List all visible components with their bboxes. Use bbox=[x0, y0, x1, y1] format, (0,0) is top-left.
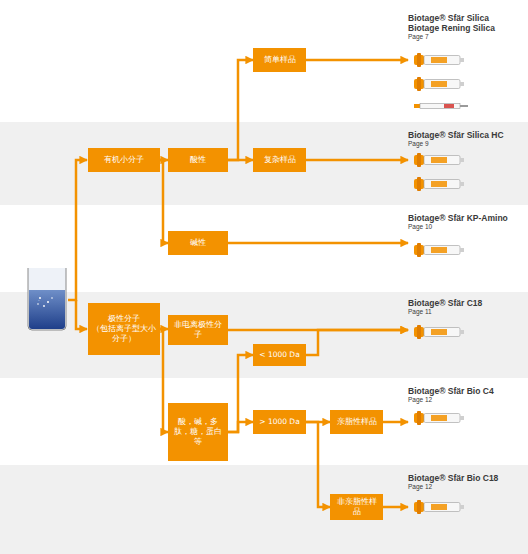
product-name: Biotage® Sfär Silica bbox=[408, 13, 526, 23]
product-name: Biotage® Sfär Silica HC bbox=[408, 130, 526, 140]
process-box: 非电离极性分子 bbox=[168, 315, 228, 345]
flow-arrow bbox=[228, 242, 408, 245]
flow-arrow bbox=[228, 60, 253, 160]
product-name: Biotage® Sfär Bio C4 bbox=[408, 386, 526, 396]
box-text: 复杂样品 bbox=[264, 155, 296, 165]
box-text: 简单样品 bbox=[264, 55, 296, 65]
flow-arrow bbox=[160, 160, 168, 243]
page-reference: Page 11 bbox=[408, 308, 526, 316]
flow-arrow bbox=[160, 328, 168, 331]
box-text: 有机小分子 bbox=[104, 155, 144, 165]
flow-arrow bbox=[306, 59, 408, 62]
product-name: Biotage® Sfär KP-Amino bbox=[408, 213, 526, 223]
box-text: > 1000 Da bbox=[259, 417, 300, 427]
page-reference: Page 7 bbox=[408, 33, 526, 41]
flow-arrow bbox=[228, 329, 408, 332]
flow-arrow bbox=[383, 506, 408, 509]
product-label: Biotage® Sfär SilicaBiotage Rening Silic… bbox=[408, 13, 526, 117]
page-reference: Page 9 bbox=[408, 140, 526, 148]
beaker-illustration: · bbox=[28, 268, 66, 330]
process-box: 碱性 bbox=[168, 231, 228, 255]
box-text: 亲脂性样品 bbox=[337, 417, 377, 427]
svg-text:·: · bbox=[38, 297, 40, 303]
process-box: < 1000 Da bbox=[253, 344, 306, 366]
process-box: 酸，碱，多肽，糖，蛋白等 bbox=[168, 403, 228, 461]
band bbox=[0, 465, 528, 554]
product-label: Biotage® Sfär KP-AminoPage 10 bbox=[408, 213, 526, 265]
box-text: 极性分子 bbox=[108, 314, 140, 324]
process-box: 有机小分子 bbox=[88, 148, 160, 172]
process-box: 亲脂性样品 bbox=[330, 410, 383, 434]
cartridge-images bbox=[414, 53, 468, 514]
box-text: 酸，碱，多肽，糖，蛋白等 bbox=[171, 417, 225, 447]
band bbox=[0, 292, 528, 378]
page-reference: Page 10 bbox=[408, 223, 526, 231]
flow-arrow bbox=[228, 159, 253, 162]
process-box: > 1000 Da bbox=[253, 410, 306, 434]
flow-arrow bbox=[306, 330, 408, 355]
process-box: 极性分子（包括离子型大小分子） bbox=[88, 303, 160, 355]
box-text: 非亲脂性样品 bbox=[333, 497, 380, 517]
box-text: 非电离极性分子 bbox=[171, 320, 225, 340]
page-reference: Page 12 bbox=[408, 483, 526, 491]
product-label: Biotage® Sfär Bio C18Page 12 bbox=[408, 473, 526, 517]
flow-arrow bbox=[228, 355, 253, 432]
process-box: 简单样品 bbox=[253, 48, 306, 72]
product-name: Biotage® Sfär Bio C18 bbox=[408, 473, 526, 483]
process-box: 复杂样品 bbox=[253, 148, 306, 172]
product-label: Biotage® Sfär Bio C4Page 12 bbox=[408, 386, 526, 428]
flow-arrow bbox=[306, 159, 408, 162]
band bbox=[0, 122, 528, 205]
product-name: Biotage Rening Silica bbox=[408, 23, 526, 33]
product-name: Biotage® Sfär C18 bbox=[408, 298, 526, 308]
page-reference: Page 12 bbox=[408, 396, 526, 404]
product-label: Biotage® Sfär C18Page 11 bbox=[408, 298, 526, 342]
flow-arrow bbox=[383, 421, 408, 424]
flow-arrow bbox=[306, 421, 330, 424]
process-box: 非亲脂性样品 bbox=[330, 494, 383, 520]
box-text: 酸性 bbox=[190, 155, 206, 165]
product-label: Biotage® Sfär Silica HCPage 9 bbox=[408, 130, 526, 196]
flow-arrow bbox=[306, 422, 330, 507]
process-box: 酸性 bbox=[168, 148, 228, 172]
box-text: （包括离子型大小分子） bbox=[91, 324, 157, 344]
box-text: < 1000 Da bbox=[259, 350, 300, 360]
flow-arrow bbox=[160, 329, 168, 432]
flow-arrow bbox=[160, 159, 168, 162]
beaker-connector bbox=[68, 160, 87, 329]
box-text: 碱性 bbox=[190, 238, 206, 248]
flow-arrow bbox=[228, 422, 253, 432]
